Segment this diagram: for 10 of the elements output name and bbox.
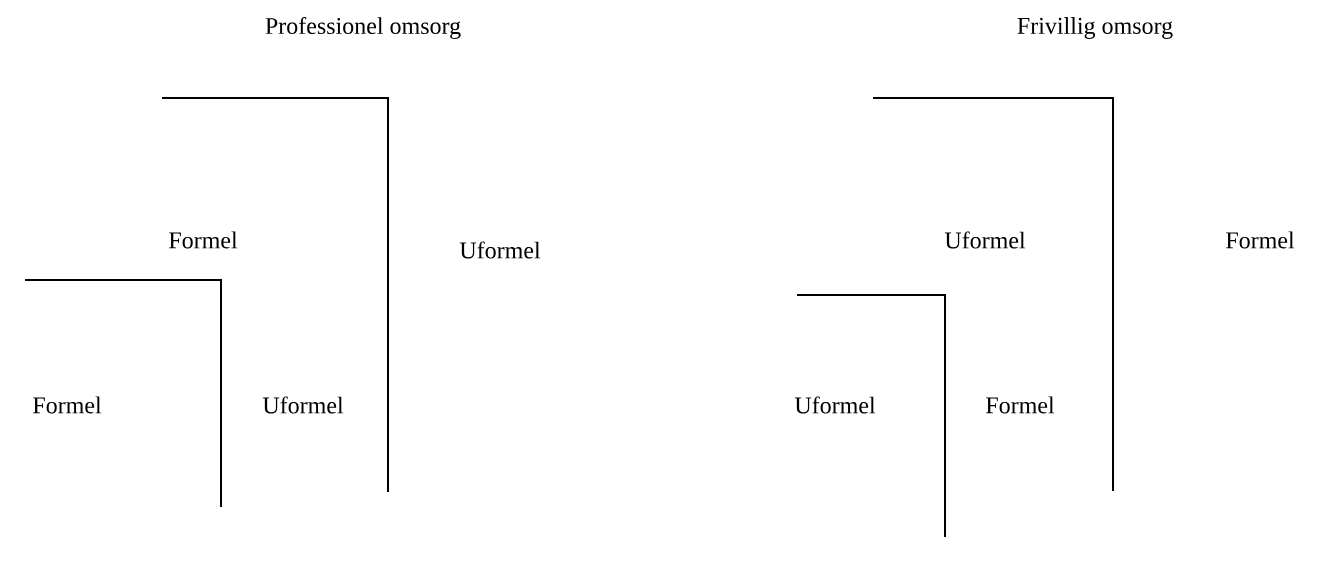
region-label: Uformel — [459, 241, 541, 259]
region-label: Formel — [33, 396, 102, 414]
region-label: Uformel — [794, 396, 876, 414]
heading: Frivillig omsorg — [1017, 17, 1173, 39]
region-label: Formel — [1226, 231, 1295, 249]
region-label: Formel — [169, 231, 238, 249]
region-label: Formel — [986, 396, 1055, 414]
region-label: Uformel — [944, 231, 1026, 249]
heading: Professionel omsorg — [265, 16, 461, 40]
region-label: Uformel — [262, 396, 344, 414]
